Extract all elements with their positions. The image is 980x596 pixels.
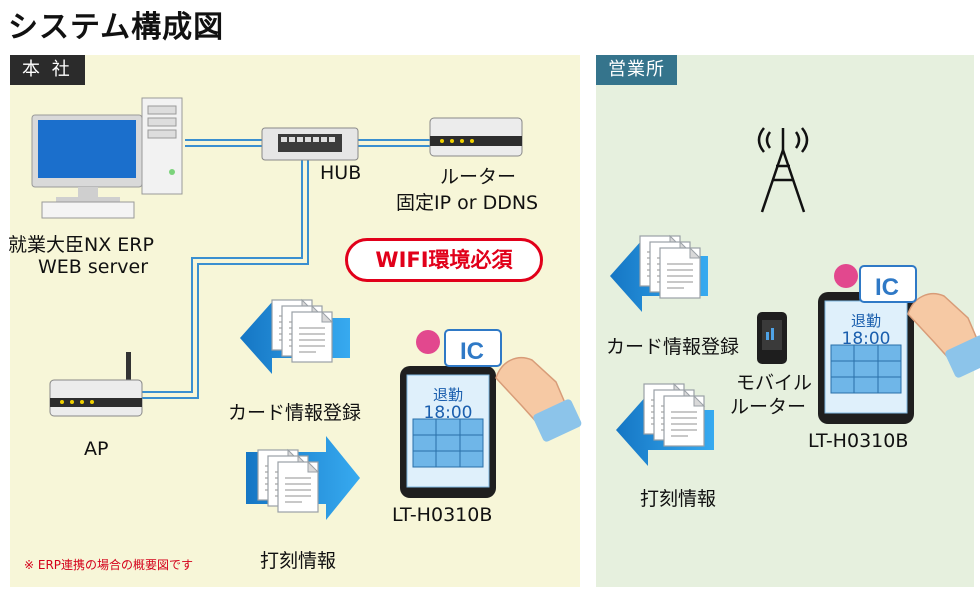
router-icon — [429, 117, 523, 157]
antenna-tower-icon — [757, 127, 809, 213]
hq-tablet-status: 退勤 — [433, 386, 463, 404]
hq-stamp-label: 打刻情報 — [260, 550, 337, 572]
wifi-required-badge: WIFI環境必須 — [345, 238, 543, 282]
hub-icon — [261, 127, 359, 161]
branch-tablet-icon — [817, 264, 980, 425]
hq-tag: 本 社 — [10, 55, 85, 85]
branch-tag: 営業所 — [596, 55, 677, 85]
hq-terminal-label: LT-H0310B — [392, 504, 493, 526]
branch-tablet-status: 退勤 — [851, 312, 881, 330]
hq-tablet-time: 18:00 — [424, 403, 473, 423]
branch-tablet-time: 18:00 — [842, 329, 891, 349]
hub-label: HUB — [320, 162, 362, 184]
mobile-router-icon — [757, 312, 787, 364]
server-label-line2: WEB server — [38, 256, 149, 278]
erp-note: ※ ERP連携の場合の概要図です — [24, 558, 194, 572]
branch-card-label: IC — [875, 274, 899, 301]
branch-terminal-label: LT-H0310B — [808, 430, 909, 452]
mobile-router-label-line1: モバイル — [736, 372, 813, 394]
branch-stamp-arrow-icon — [616, 384, 714, 466]
router-label-line1: ルーター — [440, 166, 517, 188]
pc-server-icon — [31, 97, 183, 219]
mobile-router-label-line2: ルーター — [730, 396, 807, 418]
ap-label: AP — [84, 438, 109, 460]
hq-card-label: IC — [460, 338, 484, 365]
branch-card-reg-arrow-icon — [610, 236, 708, 312]
hq-tablet-icon — [399, 329, 584, 499]
network-cables — [142, 139, 430, 399]
hq-stamp-arrow-icon — [246, 436, 360, 520]
page-title: システム構成図 — [8, 10, 225, 45]
hq-card-reg-arrow-icon — [240, 300, 350, 374]
branch-card-reg-label: カード情報登録 — [606, 336, 740, 358]
router-label-line2: 固定IP or DDNS — [396, 192, 539, 214]
hq-card-reg-label: カード情報登録 — [228, 402, 362, 424]
server-label-line1: 就業大臣NX ERP — [8, 234, 154, 256]
branch-stamp-label: 打刻情報 — [640, 488, 717, 510]
access-point-icon — [49, 352, 143, 417]
